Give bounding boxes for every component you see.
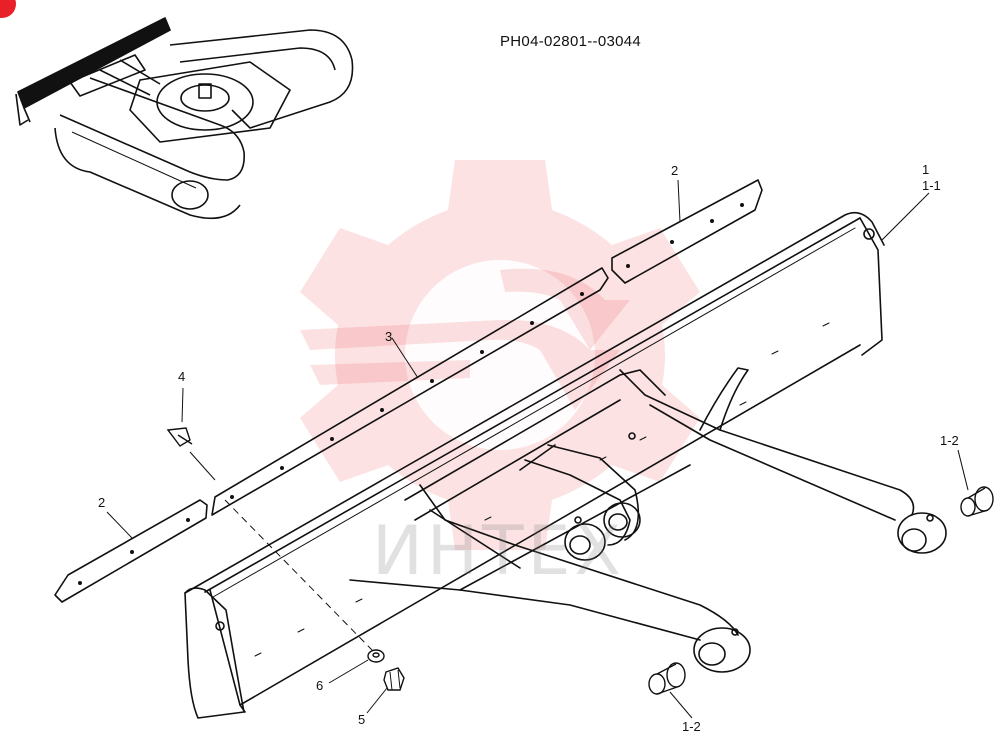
drawing-code: PH04-02801--03044 (500, 33, 642, 50)
corner-badge-icon (0, 0, 16, 18)
callout-1: 1 (922, 162, 930, 177)
callout-3: 3 (385, 329, 393, 344)
callout-1-2-right: 1-2 (940, 433, 959, 448)
watermark-swoosh (300, 268, 630, 410)
watermark-text: ИНТЕХ (372, 512, 626, 591)
machine-thumbnail (15, 17, 354, 220)
callout-5: 5 (358, 712, 366, 727)
callout-2-top: 2 (671, 163, 679, 178)
end-bit-2-top (611, 179, 763, 284)
callout-1-1: 1-1 (922, 178, 941, 193)
bolt-4 (166, 427, 193, 447)
bushing-1-2-bottom (648, 662, 686, 695)
nut-5 (383, 667, 405, 691)
leader-lines (106, 179, 969, 719)
washer-6 (367, 649, 385, 663)
end-bit-2-left (54, 499, 208, 603)
callout-1-2-bottom: 1-2 (682, 719, 701, 734)
watermark-arrows (405, 260, 595, 450)
callout-2-left: 2 (98, 495, 106, 510)
bushing-1-2-right (960, 486, 994, 517)
dozer-blade-assembly (184, 211, 947, 719)
cutting-edge-3 (211, 267, 609, 516)
callout-4: 4 (178, 369, 186, 384)
callout-6: 6 (316, 678, 324, 693)
